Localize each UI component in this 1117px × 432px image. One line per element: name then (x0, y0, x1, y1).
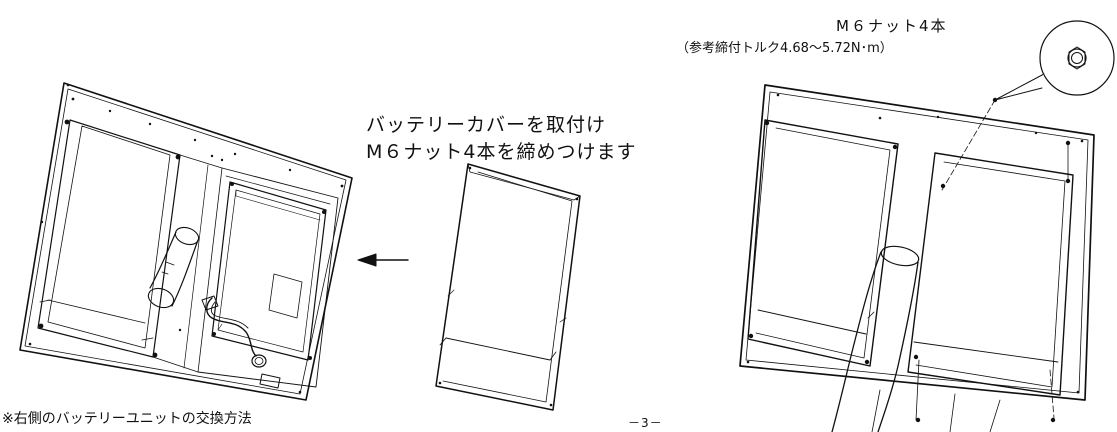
hex-nut-icon (994, 20, 1115, 101)
battery-cover (435, 163, 581, 411)
instruction-line-2: M６ナット4本を締めつけます (366, 141, 637, 163)
nut-count-label: M６ナット4本 (836, 17, 948, 35)
battery-unit-open (19, 82, 353, 401)
arrow-left-icon (357, 253, 409, 267)
instruction-line-1: バッテリーカバーを取付け (366, 114, 607, 136)
battery-unit-covered (739, 20, 1115, 432)
footnote: ※右側のバッテリーユニットの交換方法 (2, 411, 252, 427)
page-number: －3－ (628, 416, 663, 430)
torque-spec-label: （参考締付トルク4.68～5.72N･m） (676, 41, 893, 56)
